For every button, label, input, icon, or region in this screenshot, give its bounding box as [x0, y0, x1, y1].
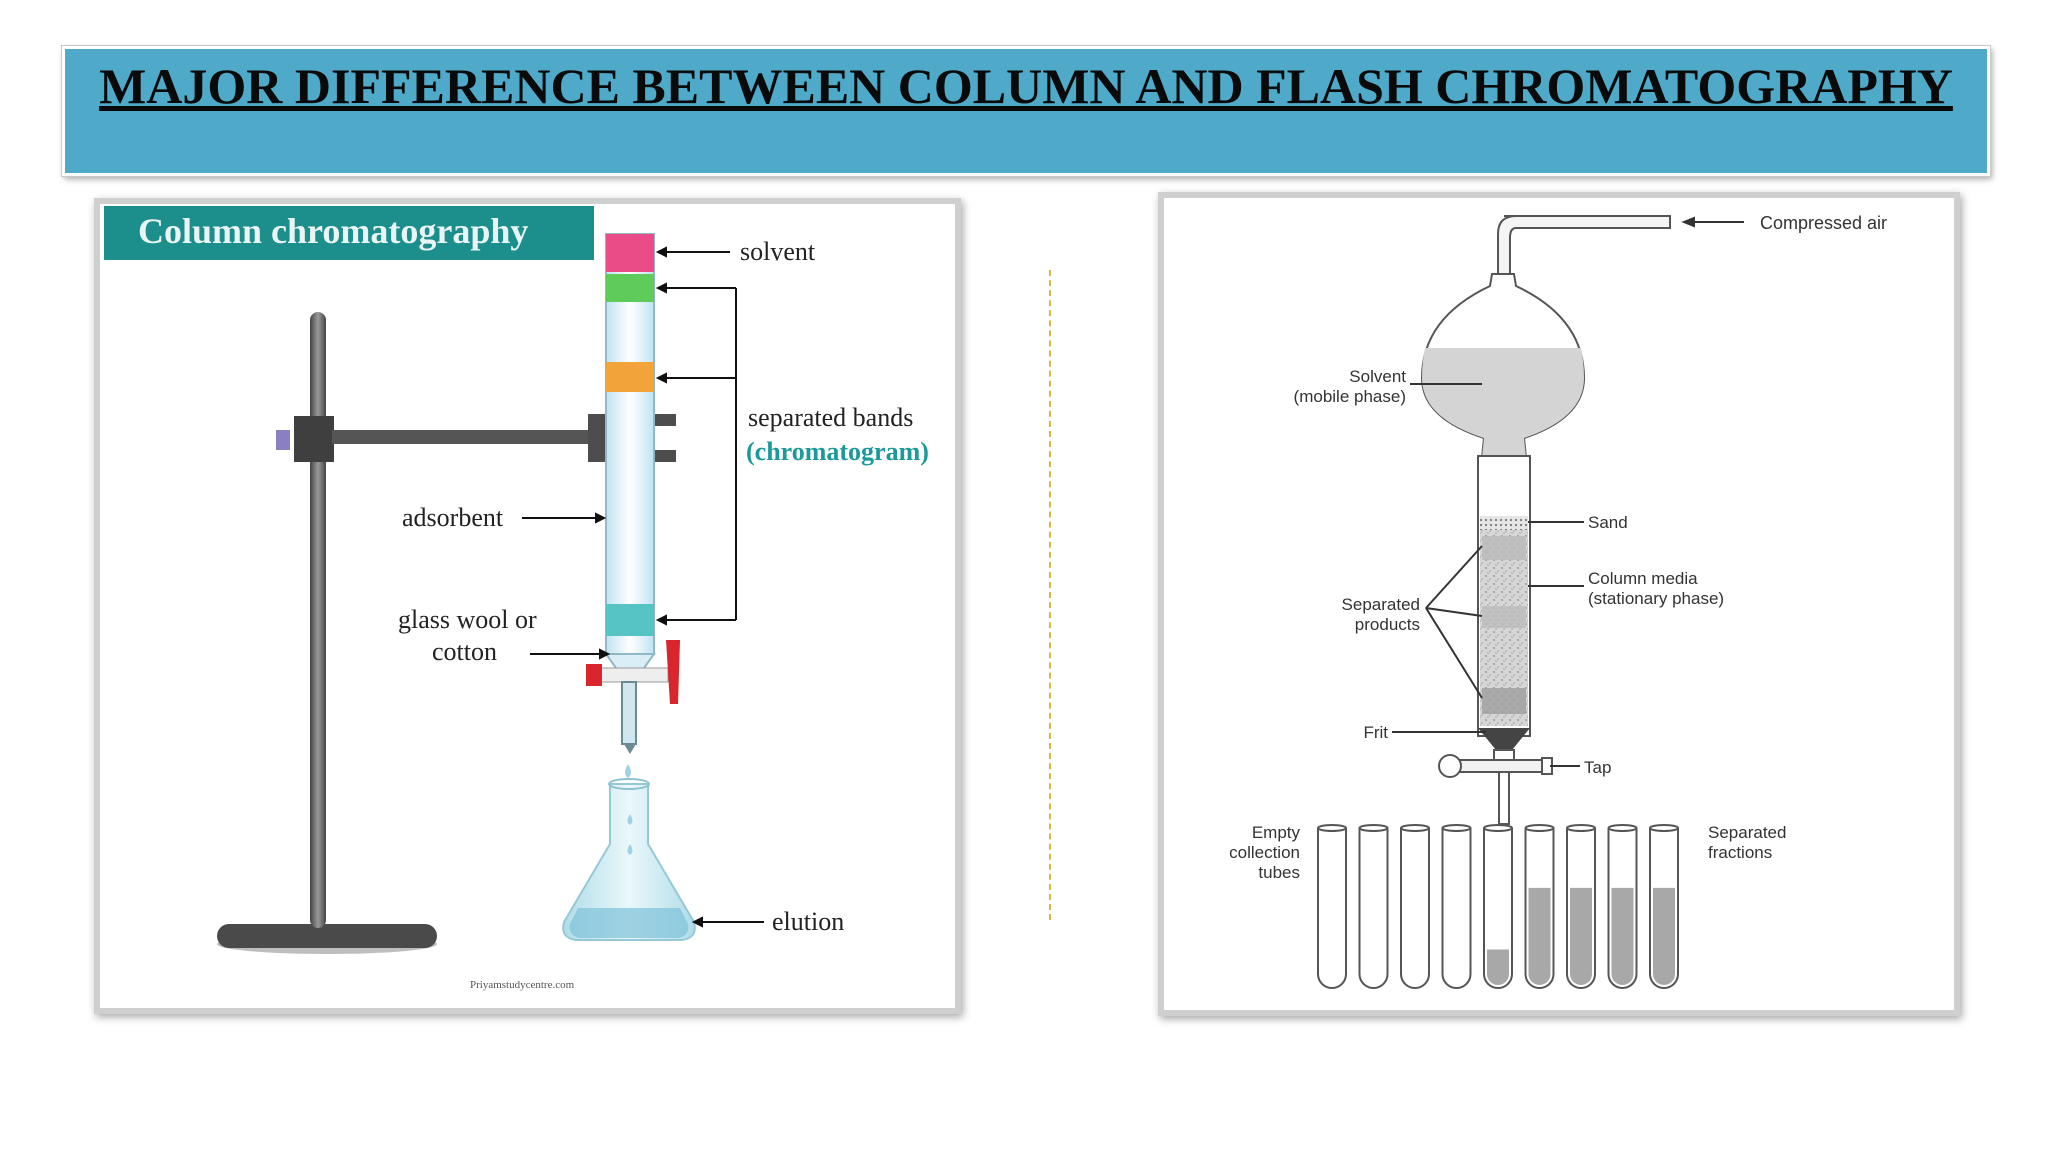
- tube-rim: [1317, 824, 1347, 832]
- label-empty-tubes-line2: collection: [1229, 843, 1300, 862]
- tube-rim: [1607, 824, 1638, 832]
- band-green: [606, 274, 654, 302]
- frit: [1478, 728, 1530, 750]
- product-band-3: [1482, 688, 1526, 714]
- collection-flask: [562, 783, 696, 941]
- column-chromatography-diagram: Column chromatography: [104, 206, 929, 991]
- stopcock-handle: [666, 640, 680, 704]
- tube-rim: [1524, 824, 1555, 832]
- label-chromatogram: (chromatogram): [746, 437, 929, 466]
- outlet-stem: [1498, 771, 1510, 825]
- image-credit: Priyamstudycentre.com: [470, 979, 575, 991]
- tip-end: [624, 744, 636, 754]
- tap-handle: [1438, 754, 1462, 778]
- clamp-boss: [294, 416, 334, 462]
- flask-drops: [627, 814, 633, 855]
- tube-rim: [1483, 824, 1513, 832]
- collection-tube: [1400, 828, 1430, 989]
- delivery-tip: [621, 681, 637, 745]
- flask-rim: [608, 778, 650, 790]
- reservoir-solvent-fill: [1422, 348, 1584, 458]
- label-elution: elution: [772, 907, 844, 936]
- panel-header: Column chromatography: [138, 211, 528, 251]
- label-glass-wool-line1: glass wool or: [398, 605, 537, 634]
- tube-rim: [1649, 824, 1679, 832]
- label-separated-fractions-line2: fractions: [1708, 843, 1772, 862]
- label-compressed-air: Compressed air: [1760, 213, 1887, 233]
- label-glass-wool-line2: cotton: [432, 637, 497, 666]
- tube-fraction-fill: [1528, 887, 1551, 985]
- tube-rim: [1400, 824, 1430, 832]
- stand-rod: [310, 312, 326, 928]
- sand-layer: [1480, 516, 1528, 530]
- band-teal: [606, 604, 654, 636]
- tube-fraction-fill: [1570, 887, 1592, 985]
- flask-eluate: [569, 908, 689, 938]
- collection-tube: [1441, 828, 1472, 989]
- band-solvent: [606, 234, 654, 272]
- collection-tube: [1483, 828, 1513, 989]
- column-chromatography-panel: Column chromatography: [94, 198, 961, 1014]
- tube-rim: [1358, 824, 1389, 832]
- tube-fraction-fill: [1487, 949, 1509, 985]
- label-separated-products-line2: products: [1355, 615, 1420, 634]
- label-empty-tubes-line3: tubes: [1258, 863, 1300, 882]
- header-bar: [104, 206, 594, 260]
- tube-rim: [1441, 824, 1472, 832]
- droplet: [625, 764, 631, 778]
- stand-base: [217, 924, 437, 948]
- flash-chromatography-panel: Compressed air Solvent (mobile phase) Sa…: [1158, 192, 1960, 1016]
- band-orange: [606, 362, 654, 392]
- label-empty-tubes-line1: Empty: [1252, 823, 1301, 842]
- label-tap: Tap: [1584, 758, 1611, 777]
- tube-fraction-fill: [1653, 887, 1675, 985]
- label-separated-bands: separated bands: [748, 403, 913, 432]
- collection-tube: [1358, 828, 1389, 989]
- label-arrows: [522, 246, 764, 928]
- tube-rim: [1566, 824, 1596, 832]
- leader-lines: [1392, 216, 1744, 767]
- label-separated-products-line1: Separated: [1342, 595, 1420, 614]
- label-column-media-line1: Column media: [1588, 569, 1698, 588]
- collection-tubes: [1317, 824, 1679, 989]
- label-adsorbent: adsorbent: [402, 503, 504, 532]
- label-separated-fractions-line1: Separated: [1708, 823, 1786, 842]
- stopcock-barrel: [595, 667, 669, 683]
- label-solvent-line2: (mobile phase): [1294, 387, 1406, 406]
- label-frit: Frit: [1363, 723, 1388, 742]
- label-column-media-line2: (stationary phase): [1588, 589, 1724, 608]
- label-solvent: solvent: [740, 237, 816, 266]
- clamp-screw: [276, 430, 290, 450]
- label-solvent-line1: Solvent: [1349, 367, 1406, 386]
- tap-barrel: [1459, 759, 1551, 773]
- clamp-arm: [332, 430, 592, 444]
- flash-chromatography-diagram: Compressed air Solvent (mobile phase) Sa…: [1229, 213, 1887, 989]
- tube-fraction-fill: [1611, 887, 1634, 985]
- air-inlet-tube: [1497, 215, 1671, 275]
- label-sand: Sand: [1588, 513, 1628, 532]
- title-banner: MAJOR DIFFERENCE BETWEEN COLUMN AND FLAS…: [62, 46, 1990, 176]
- product-band-2: [1482, 606, 1526, 628]
- collection-tube: [1317, 828, 1347, 989]
- product-band-1: [1482, 536, 1526, 560]
- panel-divider: [1049, 270, 1051, 920]
- slide-title: MAJOR DIFFERENCE BETWEEN COLUMN AND FLAS…: [99, 58, 1953, 114]
- stopcock-left-cap: [586, 664, 602, 686]
